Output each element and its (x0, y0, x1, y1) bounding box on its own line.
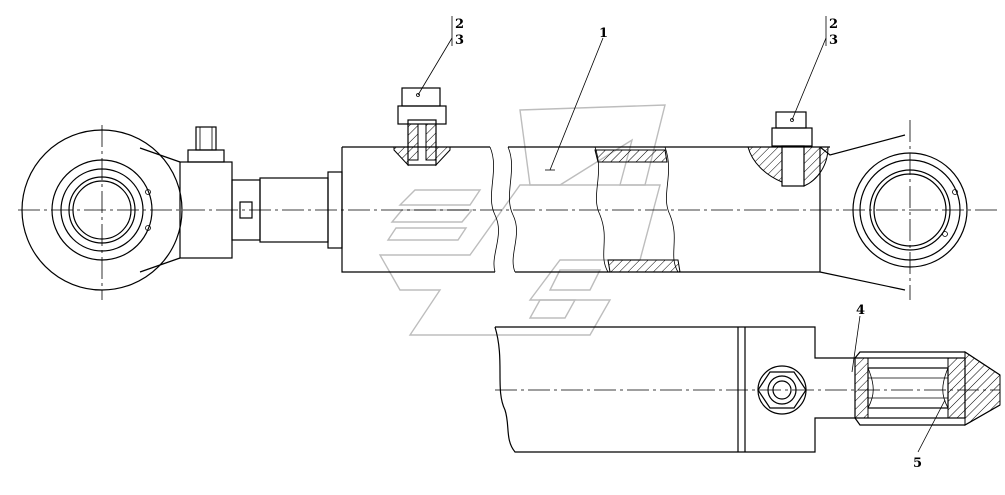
callout-2-right: 2 (829, 17, 838, 32)
cylinder-barrel-right (507, 111, 830, 273)
callout-1: 1 (599, 26, 608, 41)
watermark-logo (378, 104, 666, 336)
callout-4: 4 (856, 303, 865, 318)
callout-5: 5 (913, 456, 922, 471)
rod-head-block (179, 126, 343, 259)
callout-3-left: 3 (455, 33, 464, 48)
cylinder-barrel-left (341, 87, 499, 273)
detail-view (494, 326, 1001, 453)
leader-lines (417, 16, 946, 453)
callout-3-right: 3 (829, 33, 838, 48)
left-rod-eye (21, 125, 183, 300)
callout-2-left: 2 (455, 17, 464, 32)
